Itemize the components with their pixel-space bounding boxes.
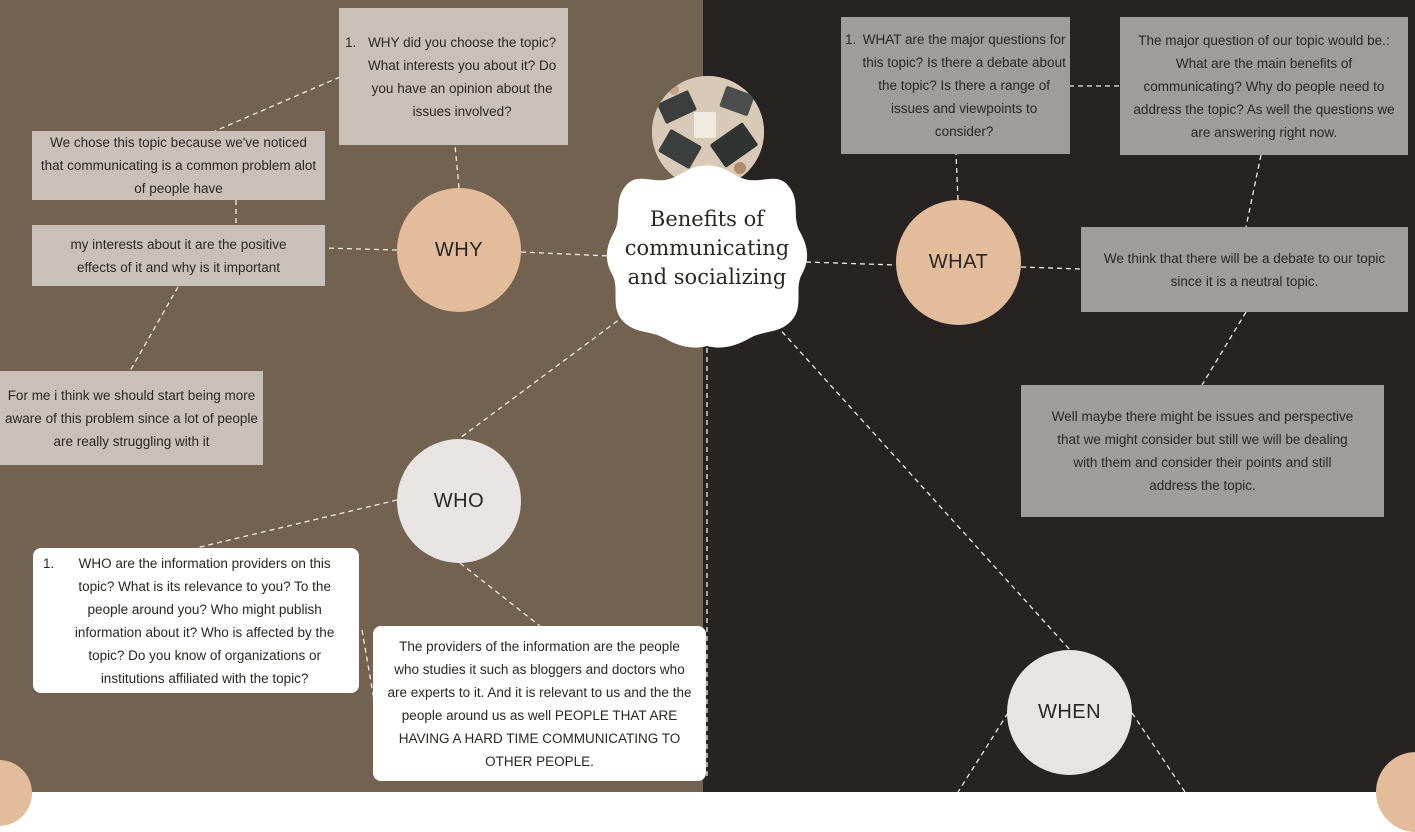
why-question-box: 1. WHY did you choose the topic? What in… (339, 8, 568, 145)
who-question-number: 1. (43, 555, 55, 571)
why-answer-1-text: We chose this topic because we've notice… (40, 135, 317, 196)
who-answer-box-1: The providers of the information are the… (373, 626, 706, 781)
what-node-label: WHAT (928, 251, 989, 273)
what-answer-box-2: We think that there will be a debate to … (1081, 227, 1408, 312)
center-title-line-1: Benefits of (649, 207, 765, 231)
who-answer-1-text: The providers of the information are the… (387, 638, 692, 769)
why-question-number: 1. (345, 34, 357, 50)
what-answer-3-text: Well maybe there might be issues and per… (1051, 409, 1354, 493)
what-answer-box-1: The major question of our topic would be… (1120, 17, 1408, 155)
what-answer-2-text: We think that there will be a debate to … (1103, 250, 1386, 289)
why-answer-box-3: For me i think we should start being mor… (0, 371, 263, 465)
center-title-line-3: and socializing (627, 265, 787, 289)
laptops-workspace-photo-icon (652, 76, 764, 188)
connector-lines (129, 76, 1262, 792)
center-blob-shape (606, 165, 808, 348)
why-node: WHY (397, 188, 521, 312)
what-question-box: 1. WHAT are the major questions for this… (841, 17, 1070, 154)
what-node: WHAT (896, 200, 1021, 325)
who-node-label: WHO (433, 489, 485, 512)
why-answer-3-text: For me i think we should start being mor… (5, 387, 258, 449)
center-title: Benefits of communicating and socializin… (604, 205, 810, 292)
what-question-number: 1. (845, 32, 857, 47)
what-answer-1-text: The major question of our topic would be… (1133, 32, 1395, 140)
who-node: WHO (397, 439, 521, 563)
why-node-label: WHY (434, 238, 484, 261)
what-question-text: WHAT are the major questions for this to… (862, 32, 1066, 139)
why-answer-box-1: We chose this topic because we've notice… (32, 131, 325, 200)
when-node-label: WHEN (1037, 701, 1102, 723)
who-question-text: WHO are the information providers on thi… (74, 555, 335, 686)
who-question-box: 1. WHO are the information providers on … (33, 548, 359, 693)
when-node: WHEN (1007, 650, 1132, 775)
what-answer-box-3: Well maybe there might be issues and per… (1021, 385, 1384, 517)
why-answer-2-text: my interests about it are the positive e… (70, 236, 287, 275)
why-question-text: WHY did you choose the topic? What inter… (367, 34, 557, 119)
center-photo (652, 76, 764, 188)
center-title-line-2: communicating (624, 236, 790, 260)
why-answer-box-2: my interests about it are the positive e… (32, 225, 325, 286)
